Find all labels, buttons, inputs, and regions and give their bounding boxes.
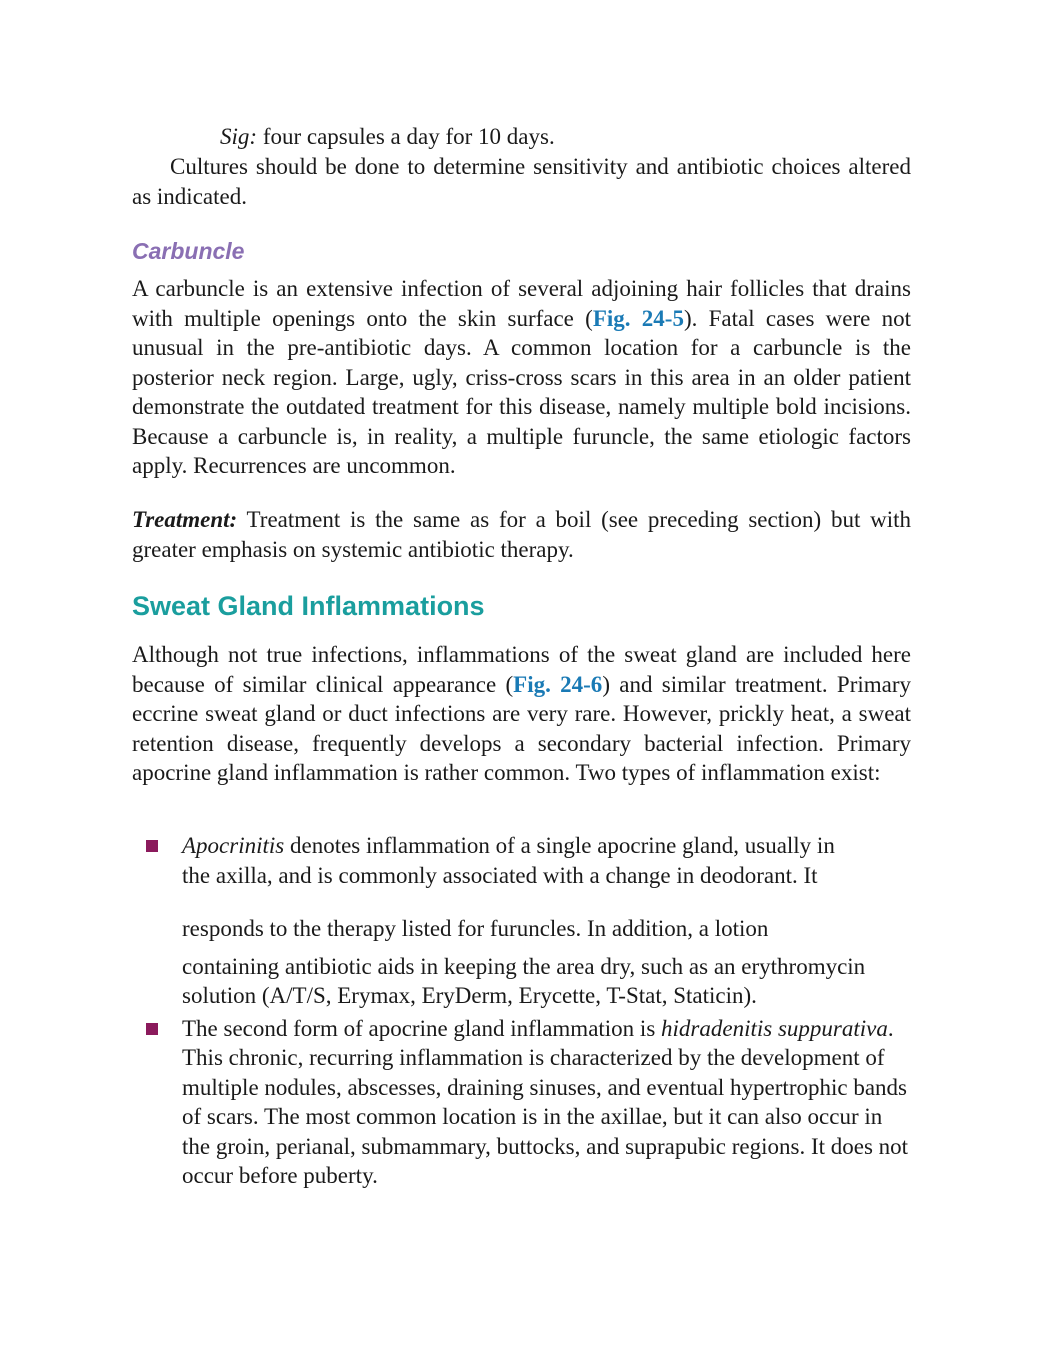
apocrinitis-line-1: Apocrinitis denotes inflammation of a si… (182, 833, 835, 858)
apocrinitis-line-2: the axilla, and is commonly associated w… (182, 862, 818, 888)
cultures-block: Cultures should be done to determine sen… (132, 152, 911, 211)
sig-label: Sig: (220, 124, 258, 149)
sweat-block: Although not true infections, inflammati… (132, 640, 911, 788)
list-item: Apocrinitis denotes inflammation of a si… (132, 831, 911, 1011)
apocrinitis-term: Apocrinitis (182, 833, 285, 858)
apocrinitis-line-3: responds to the therapy listed for furun… (182, 916, 769, 941)
apocrinitis-rest: containing antibiotic aids in keeping th… (182, 953, 866, 1009)
treatment-paragraph: Treatment: Treatment is the same as for … (132, 505, 911, 564)
carbuncle-text-2: ). Fatal cases were not unusual in the p… (132, 305, 912, 479)
treatment-text: Treatment is the same as for a boil (see… (132, 507, 911, 562)
sig-line: Sig: four capsules a day for 10 days. (220, 122, 555, 152)
list-item: The second form of apocrine gland inflam… (132, 1014, 911, 1191)
fig-ref-24-6[interactable]: Fig. 24-6 (513, 671, 603, 697)
carbuncle-heading: Carbuncle (132, 238, 245, 264)
carbuncle-block: A carbuncle is an extensive infection of… (132, 274, 911, 481)
treatment-label: Treatment: (132, 507, 238, 532)
carbuncle-text-1: A carbuncle is an extensive infection of… (132, 276, 911, 331)
square-bullet-icon (146, 840, 158, 852)
hidradenitis-term: hidradenitis suppurativa (661, 1015, 888, 1041)
carbuncle-heading-block: Carbuncle (132, 237, 911, 265)
cultures-paragraph: Cultures should be done to determine sen… (132, 154, 911, 209)
sweat-heading: Sweat Gland Inflammations (132, 591, 485, 621)
sig-text: four capsules a day for 10 days. (257, 124, 555, 149)
treatment-block: Treatment: Treatment is the same as for … (132, 505, 911, 564)
sweat-text-1: Although not true infections, inflammati… (132, 642, 911, 697)
sweat-paragraph: Although not true infections, inflammati… (132, 640, 911, 788)
sweat-heading-block: Sweat Gland Inflammations (132, 590, 911, 622)
square-bullet-icon (146, 1022, 158, 1035)
fig-ref-24-5[interactable]: Fig. 24-5 (592, 305, 684, 331)
carbuncle-paragraph: A carbuncle is an extensive infection of… (132, 274, 911, 481)
inflammation-list: Apocrinitis denotes inflammation of a si… (132, 831, 911, 1191)
sweat-text-2: ) and similar treatment. Primary eccrine… (132, 671, 911, 786)
